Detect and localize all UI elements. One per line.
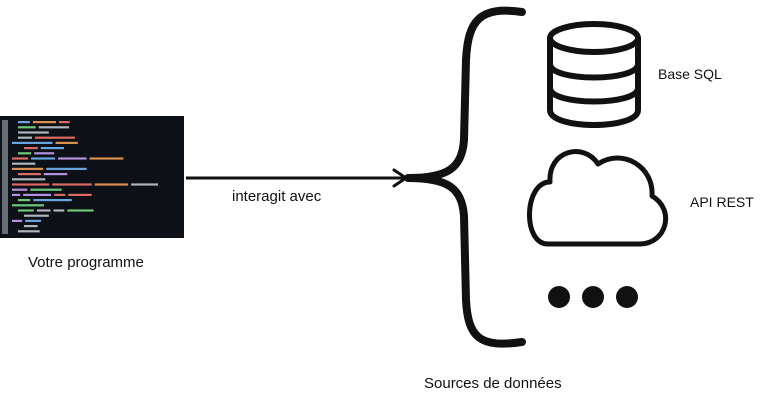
code-line-segment — [12, 178, 46, 181]
program-label: Votre programme — [28, 254, 144, 271]
arrow-label: interagit avec — [232, 188, 322, 205]
code-line-segment — [12, 204, 44, 207]
code-line-segment — [18, 173, 41, 176]
code-line-segment — [18, 136, 32, 139]
code-line-segment — [32, 121, 56, 124]
cloud-icon — [527, 149, 669, 247]
curly-brace — [404, 6, 526, 348]
code-line-segment — [40, 147, 64, 150]
code-line-segment — [58, 157, 87, 160]
code-line-segment — [89, 157, 124, 160]
code-line-segment — [24, 214, 49, 217]
code-line-segment — [12, 188, 28, 191]
code-line-segment — [18, 126, 36, 129]
code-line-segment — [46, 167, 87, 170]
code-line-segment — [52, 183, 92, 186]
code-line-segment — [94, 183, 129, 186]
code-line-segment — [18, 199, 31, 202]
code-line-segment — [18, 121, 30, 124]
code-line-segment — [31, 157, 56, 160]
code-line-segment — [18, 131, 49, 134]
code-line-segment — [67, 209, 94, 212]
code-line-segment — [59, 121, 70, 124]
code-line-segment — [35, 136, 75, 139]
code-line-segment — [131, 183, 158, 186]
code-line-segment — [38, 126, 70, 129]
code-lines — [2, 120, 158, 234]
code-line-segment — [24, 147, 38, 150]
code-line-segment — [18, 209, 34, 212]
code-line-segment — [12, 219, 23, 222]
code-line-segment — [54, 193, 66, 196]
sources-label: Sources de données — [424, 375, 562, 392]
code-line-segment — [25, 219, 41, 222]
code-screenshot-image — [0, 116, 184, 238]
code-line-segment — [36, 209, 51, 212]
code-line-segment — [33, 199, 72, 202]
code-line-segment — [34, 152, 55, 155]
code-line-segment — [18, 230, 40, 233]
code-line-segment — [12, 141, 53, 144]
source-label-api: API REST — [690, 194, 754, 210]
ellipsis-icon — [548, 286, 638, 308]
database-icon — [547, 21, 641, 128]
code-line-segment — [53, 209, 65, 212]
code-line-segment — [68, 193, 92, 196]
code-line-segment — [43, 173, 68, 176]
code-line-segment — [24, 225, 38, 228]
source-label-sql: Base SQL — [658, 66, 722, 82]
code-line-segment — [12, 157, 29, 160]
interaction-arrow — [186, 168, 408, 188]
code-line-segment — [12, 162, 36, 165]
code-line-segment — [30, 188, 62, 191]
code-line-segment — [23, 193, 52, 196]
code-line-segment — [12, 183, 50, 186]
code-line-segment — [12, 193, 21, 196]
code-line-segment — [12, 167, 44, 170]
code-line-segment — [55, 141, 78, 144]
code-line-segment — [18, 152, 32, 155]
